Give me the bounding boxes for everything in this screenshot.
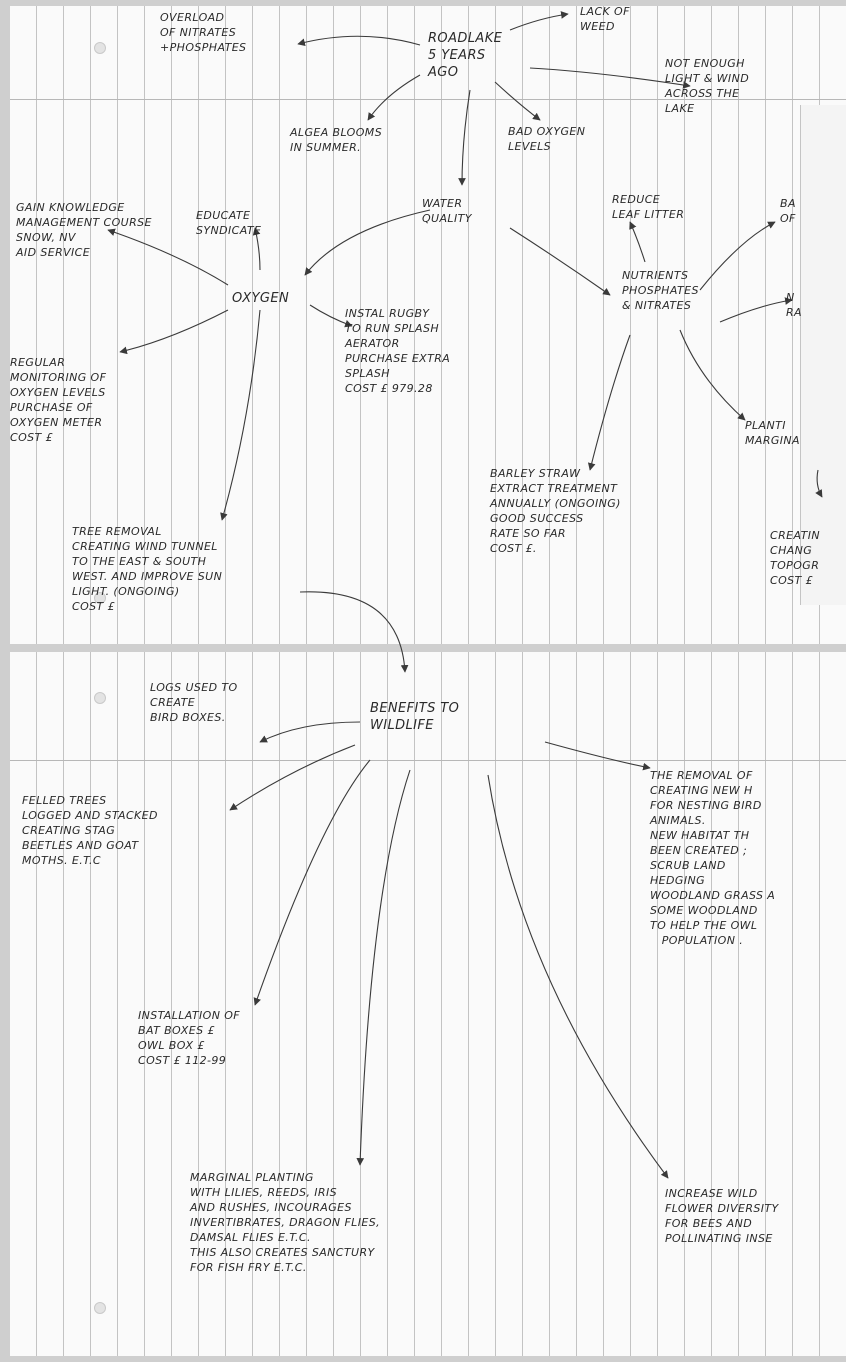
note-ba-of: BA OF <box>780 197 796 225</box>
margin-line <box>10 99 846 100</box>
note-increase-wild-flower: INCREASE WILD FLOWER DIVERSITY FOR BEES … <box>665 1187 779 1245</box>
note-creating-topography: CREATIN CHANG TOPOGR COST £ <box>770 529 820 587</box>
note-install-rugby-aerator: INSTAL RUGBY TO RUN SPLASH AERATOR PURCH… <box>345 307 451 395</box>
note-bad-oxygen-levels: BAD OXYGEN LEVELS <box>508 125 586 153</box>
note-tree-removal: TREE REMOVAL CREATING WIND TUNNEL TO THE… <box>72 525 223 613</box>
note-felled-trees: FELLED TREES LOGGED AND STACKED CREATING… <box>22 794 158 867</box>
punch-hole <box>94 1302 106 1314</box>
note-nutrients: NUTRIENTS PHOSPHATES & NITRATES <box>622 269 699 312</box>
note-oxygen: OXYGEN <box>232 291 290 306</box>
note-algea-blooms: ALGEA BLOOMS IN SUMMER. <box>290 126 383 154</box>
note-planting-marginal: PLANTI MARGINA <box>745 419 800 447</box>
note-overload-nitrates: OVERLOAD OF NITRATES +PHOSPHATES <box>160 11 247 54</box>
notepad-page-bottom <box>10 652 846 1356</box>
note-gain-knowledge: GAIN KNOWLEDGE MANAGEMENT COURSE SNOW, N… <box>16 201 152 259</box>
note-not-enough-light: NOT ENOUGH LIGHT & WIND ACROSS THE LAKE <box>665 57 750 115</box>
note-lack-of-weed: LACK OF WEED <box>580 5 630 33</box>
note-reduce-leaf-litter: REDUCE LEAF LITTER <box>612 193 685 221</box>
note-roadlake-5-years-ago: ROADLAKE 5 YEARS AGO <box>428 31 503 80</box>
note-installation-bat-boxes: INSTALLATION OF BAT BOXES £ OWL BOX £ CO… <box>138 1009 241 1067</box>
overlapping-page <box>800 105 846 605</box>
note-logs-bird-boxes: LOGS USED TO CREATE BIRD BOXES. <box>150 681 238 724</box>
notepad-page-top <box>10 6 846 644</box>
note-n-ra: N RA <box>786 291 802 319</box>
punch-hole <box>94 42 106 54</box>
margin-line <box>10 760 846 761</box>
note-barley-straw: BARLEY STRAW EXTRACT TREATMENT ANNUALLY … <box>490 467 621 555</box>
note-educate-syndicate: EDUCATE SYNDICATE <box>196 209 262 237</box>
ruled-lines <box>10 6 846 644</box>
punch-hole <box>94 592 106 604</box>
punch-hole <box>94 692 106 704</box>
note-regular-monitoring: REGULAR MONITORING OF OXYGEN LEVELS PURC… <box>10 356 107 444</box>
note-water-quality: WATER QUALITY <box>422 197 472 225</box>
ruled-lines <box>10 652 846 1356</box>
note-marginal-planting: MARGINAL PLANTING WITH LILIES, REEDS, IR… <box>190 1171 380 1274</box>
note-benefits-to-wildlife: BENEFITS TO WILDLIFE <box>370 701 460 733</box>
note-removal-new-habitat: THE REMOVAL OF CREATING NEW H FOR NESTIN… <box>650 769 776 947</box>
